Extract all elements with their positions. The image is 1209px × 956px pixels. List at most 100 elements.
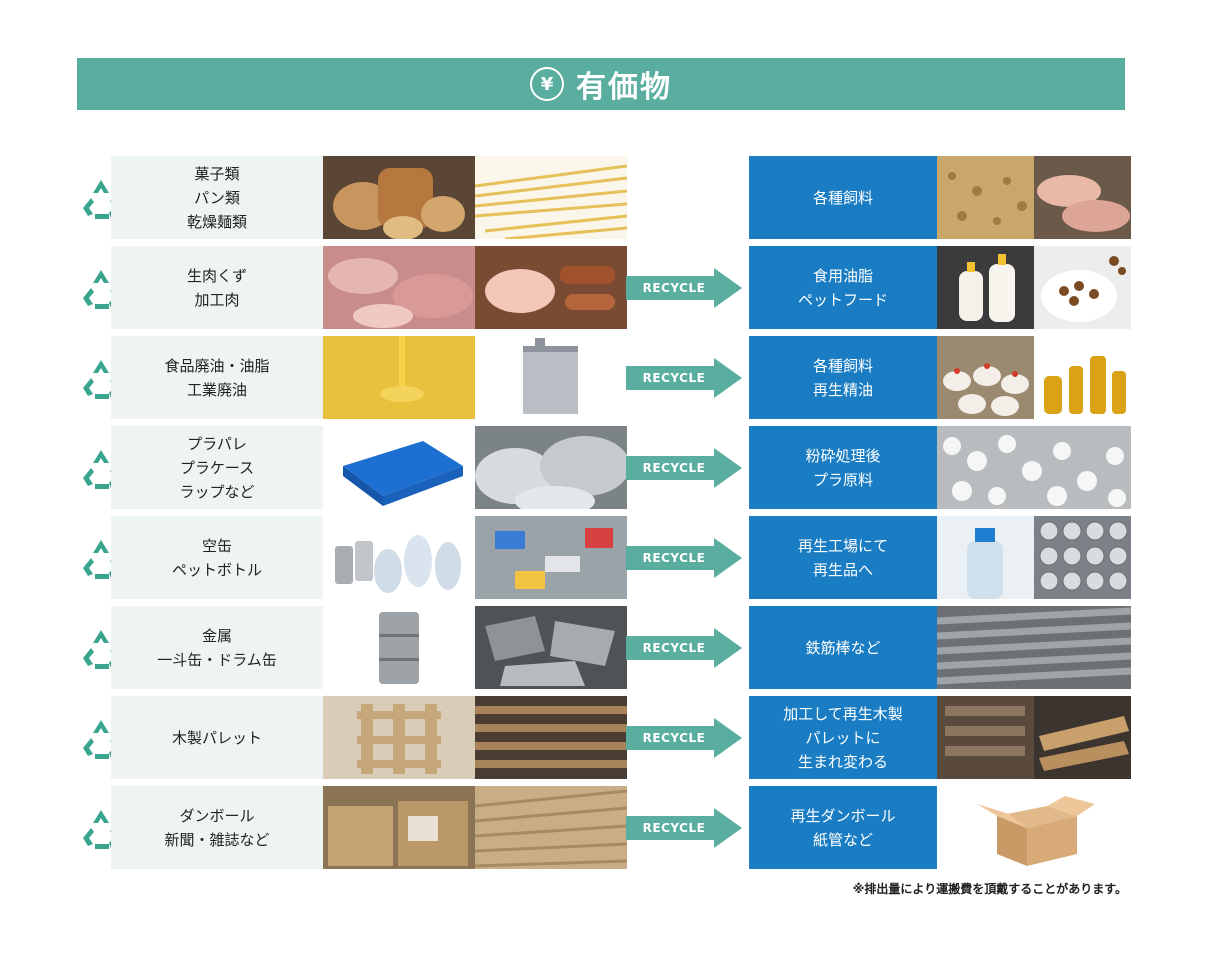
- feed-photo: [937, 156, 1034, 239]
- recycle-arrow: [626, 808, 742, 848]
- pasta-photo: [475, 156, 627, 239]
- arrow-label: RECYCLE: [642, 371, 706, 385]
- pigs-photo: [1034, 156, 1131, 239]
- result-line: 加工して再生木製: [783, 704, 903, 723]
- result-line: ペットフード: [797, 290, 888, 309]
- result-line: 食用油脂: [812, 266, 873, 285]
- result-label: 再生ダンボール 紙管など: [749, 786, 937, 869]
- source-line: ペットボトル: [171, 560, 262, 579]
- result-label: 再生工場にて 再生品へ: [749, 516, 937, 599]
- source-line: 菓子類: [194, 164, 240, 183]
- row-cans: 空缶 ペットボトル RECYCLE 再生工場にて 再生品へ: [77, 516, 1131, 599]
- cardboard-boxes-photo: [323, 786, 475, 869]
- arrow-label: RECYCLE: [642, 281, 706, 295]
- result-line: 再生品へ: [812, 560, 873, 579]
- page-header: ¥ 有価物: [77, 58, 1125, 110]
- oil-bottles-photo: [937, 246, 1034, 329]
- cardboard-box-photo: [937, 786, 1131, 869]
- row-plastic: プラパレ プラケース ラップなど RECYCLE 粉砕処理後 プラ原料: [77, 426, 1131, 509]
- source-line: 空缶: [201, 536, 232, 555]
- result-label: 粉砕処理後 プラ原料: [749, 426, 937, 509]
- result-line: 再生工場にて: [797, 536, 888, 555]
- source-line: ラップなど: [179, 482, 255, 501]
- row-metal: 金属 一斗缶・ドラム缶 RECYCLE 鉄筋棒など: [77, 606, 1131, 689]
- oil-pour-photo: [323, 336, 475, 419]
- stacked-pallets-photo: [475, 696, 627, 779]
- source-line: 生肉くず: [186, 266, 247, 285]
- source-line: 食品廃油・油脂: [164, 356, 270, 375]
- rebar-photo: [937, 606, 1131, 689]
- result-line: 各種飼料: [812, 188, 873, 207]
- source-label: プラパレ プラケース ラップなど: [111, 426, 323, 509]
- source-line: 加工肉: [194, 290, 240, 309]
- row-cardboard: ダンボール 新聞・雑誌など RECYCLE 再生ダンボール 紙管など: [77, 786, 1131, 869]
- result-line: パレットに: [805, 728, 881, 747]
- pet-food-photo: [1034, 246, 1131, 329]
- source-line: パン類: [194, 188, 240, 207]
- result-line: 紙管など: [812, 830, 873, 849]
- arrow-label: RECYCLE: [642, 461, 706, 475]
- source-line: 新聞・雑誌など: [164, 830, 270, 849]
- row-confectionery: 菓子類 パン類 乾燥麺類 各種飼料: [77, 156, 1131, 239]
- plastic-pellets-photo: [937, 426, 1131, 509]
- arrow-label: RECYCLE: [642, 821, 706, 835]
- flattened-cardboard-photo: [475, 786, 627, 869]
- recycle-arrow: [626, 268, 742, 308]
- aluminum-cans-photo: [1034, 516, 1131, 599]
- recycle-arrow: [626, 538, 742, 578]
- source-line: ダンボール: [179, 806, 255, 825]
- result-label: 各種飼料 再生精油: [749, 336, 937, 419]
- scrap-metal-photo: [475, 606, 627, 689]
- page-title: 有価物: [576, 70, 672, 105]
- processed-meat-photo: [475, 246, 627, 329]
- recycle-arrow: [626, 448, 742, 488]
- row-wood-pallet: 木製パレット RECYCLE 加工して再生木製 パレットに 生まれ変わる: [77, 696, 1131, 779]
- source-label: ダンボール 新聞・雑誌など: [111, 786, 323, 869]
- result-line: 粉砕処理後: [805, 446, 881, 465]
- result-label: 鉄筋棒など: [749, 606, 937, 689]
- source-label: 空缶 ペットボトル: [111, 516, 323, 599]
- recycled-pallets-photo: [937, 696, 1034, 779]
- recycle-arrow: [626, 628, 742, 668]
- oil-can-photo: [475, 336, 627, 419]
- result-label: 各種飼料: [749, 156, 937, 239]
- result-label: 加工して再生木製 パレットに 生まれ変わる: [749, 696, 937, 779]
- bread-photo: [323, 156, 475, 239]
- arrow-label: RECYCLE: [642, 641, 706, 655]
- source-line: 金属: [201, 626, 232, 645]
- result-line: 再生精油: [812, 380, 873, 399]
- oil-bottles-photo: [1034, 336, 1131, 419]
- footnote: ※排出量により運搬費を頂戴することがあります。: [852, 882, 1127, 896]
- source-label: 木製パレット: [111, 696, 323, 779]
- result-label: 食用油脂 ペットフード: [749, 246, 937, 329]
- source-line: 木製パレット: [171, 728, 262, 747]
- source-line: プラケース: [179, 458, 255, 477]
- source-label: 菓子類 パン類 乾燥麺類: [111, 156, 323, 239]
- row-meat: 生肉くず 加工肉 RECYCLE 食用油脂 ペットフード: [77, 246, 1131, 329]
- result-line: 再生ダンボール: [790, 806, 896, 825]
- result-line: 鉄筋棒など: [805, 638, 881, 657]
- plastic-waste-photo: [475, 426, 627, 509]
- new-pallets-photo: [1034, 696, 1131, 779]
- source-label: 食品廃油・油脂 工業廃油: [111, 336, 323, 419]
- recycle-arrow: [626, 358, 742, 398]
- row-oil: 食品廃油・油脂 工業廃油 RECYCLE 各種飼料 再生精油: [77, 336, 1131, 419]
- result-line: 生まれ変わる: [797, 752, 888, 771]
- result-line: 各種飼料: [812, 356, 873, 375]
- mixed-recyclables-photo: [475, 516, 627, 599]
- recycle-arrow: [626, 718, 742, 758]
- arrow-label: RECYCLE: [642, 551, 706, 565]
- wood-pallet-photo: [323, 696, 475, 779]
- source-line: 一斗缶・ドラム缶: [157, 650, 277, 669]
- raw-meat-photo: [323, 246, 475, 329]
- result-line: プラ原料: [812, 470, 873, 489]
- cans-bottles-photo: [323, 516, 475, 599]
- source-label: 生肉くず 加工肉: [111, 246, 323, 329]
- drum-can-photo: [323, 606, 475, 689]
- plastic-pallet-photo: [323, 426, 475, 509]
- arrow-label: RECYCLE: [642, 731, 706, 745]
- source-label: 金属 一斗缶・ドラム缶: [111, 606, 323, 689]
- source-line: プラパレ: [187, 434, 247, 453]
- pet-bottle-photo: [937, 516, 1034, 599]
- chickens-photo: [937, 336, 1034, 419]
